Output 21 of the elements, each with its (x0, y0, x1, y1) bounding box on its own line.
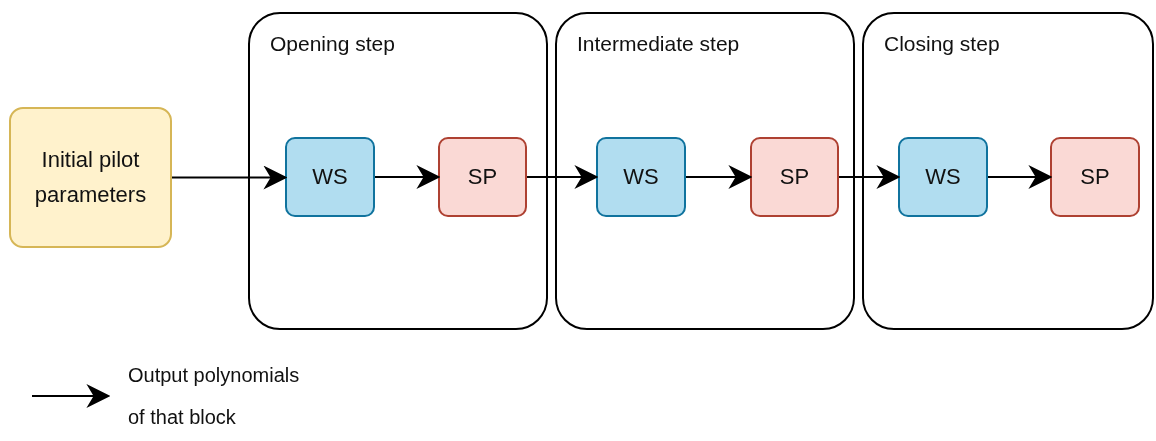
step-title: Closing step (884, 31, 1000, 57)
step-title: Intermediate step (577, 31, 740, 57)
node-label: WS (312, 162, 348, 191)
node-label: WS (623, 162, 659, 191)
node-label: SP (467, 162, 498, 191)
node-label: SP (1080, 162, 1110, 191)
node-label: WS (925, 162, 961, 191)
sp-block (1050, 137, 1140, 217)
step-container (555, 12, 855, 330)
input-box (9, 107, 172, 248)
step-title: Opening step (270, 31, 395, 57)
step-container (862, 12, 1154, 330)
ws-block (285, 137, 375, 217)
sp-block (438, 137, 527, 217)
legend-text: Output polynomials of that block (128, 363, 301, 430)
ws-block (596, 137, 686, 217)
sp-block (750, 137, 839, 217)
node-label: Initial pilot parameters (33, 146, 148, 209)
step-container (248, 12, 548, 330)
ws-block (898, 137, 988, 217)
node-label: SP (779, 162, 810, 191)
